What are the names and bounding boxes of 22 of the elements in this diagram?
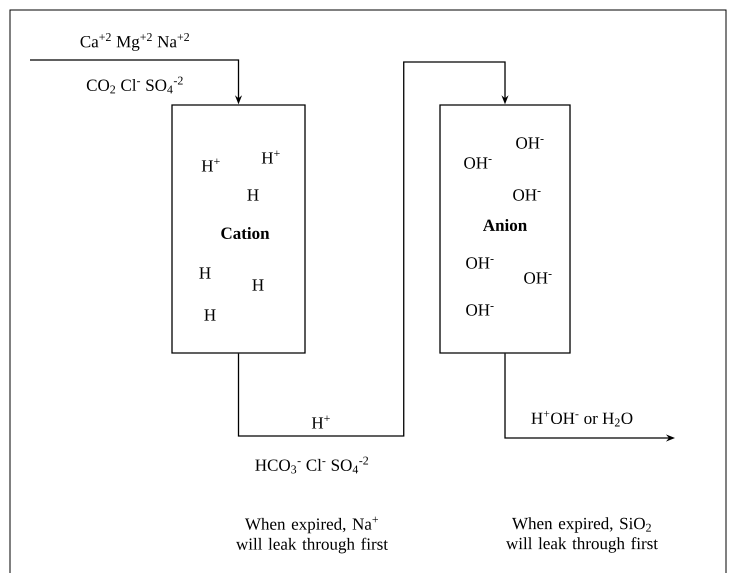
ion-symbol: H [252, 279, 264, 291]
edge-label: H$^{+}$ [310, 414, 332, 430]
ion-symbol: OH$^{-}$ [464, 157, 492, 169]
ion-symbol: OH$^{-}$ [516, 137, 544, 149]
ion-symbol: H [204, 309, 216, 321]
ion-label: HCO$_{3}$$^{-}$ Cl$^{-}$ SO$_{4}$-2 [255, 456, 368, 474]
column-label: Anion [482, 219, 527, 231]
edge-label: H$^{+}$OH$^{-}$ or H$_{2}$O [530, 410, 634, 428]
ion-label: Ca$^{+2}$ Mg$^{+2}$ Na$^{+2}$ [80, 33, 189, 51]
ion-symbol: OH$^{-}$ [524, 272, 552, 284]
ion-symbol: H$^{+}$ [202, 158, 220, 172]
ion-symbol: H$^{+}$ [262, 150, 280, 164]
ion-symbol: H [247, 189, 259, 201]
ion-label: CO$_{2}$ Cl$^{-}$ SO$_{4}$-2 [86, 76, 183, 94]
arrow [238, 61, 509, 437]
column-label: Cation [221, 227, 270, 239]
ion-symbol: OH$^{-}$ [466, 257, 494, 269]
note-text: When expired, Na$^{+}$ will leak through first [236, 516, 388, 554]
ion-symbol: OH$^{-}$ [466, 304, 494, 316]
note-text: When expired, SiO$_{2}$ will leak through first [506, 517, 658, 553]
ion-symbol: OH$^{-}$ [513, 189, 541, 201]
ion-symbol: H [199, 267, 211, 279]
